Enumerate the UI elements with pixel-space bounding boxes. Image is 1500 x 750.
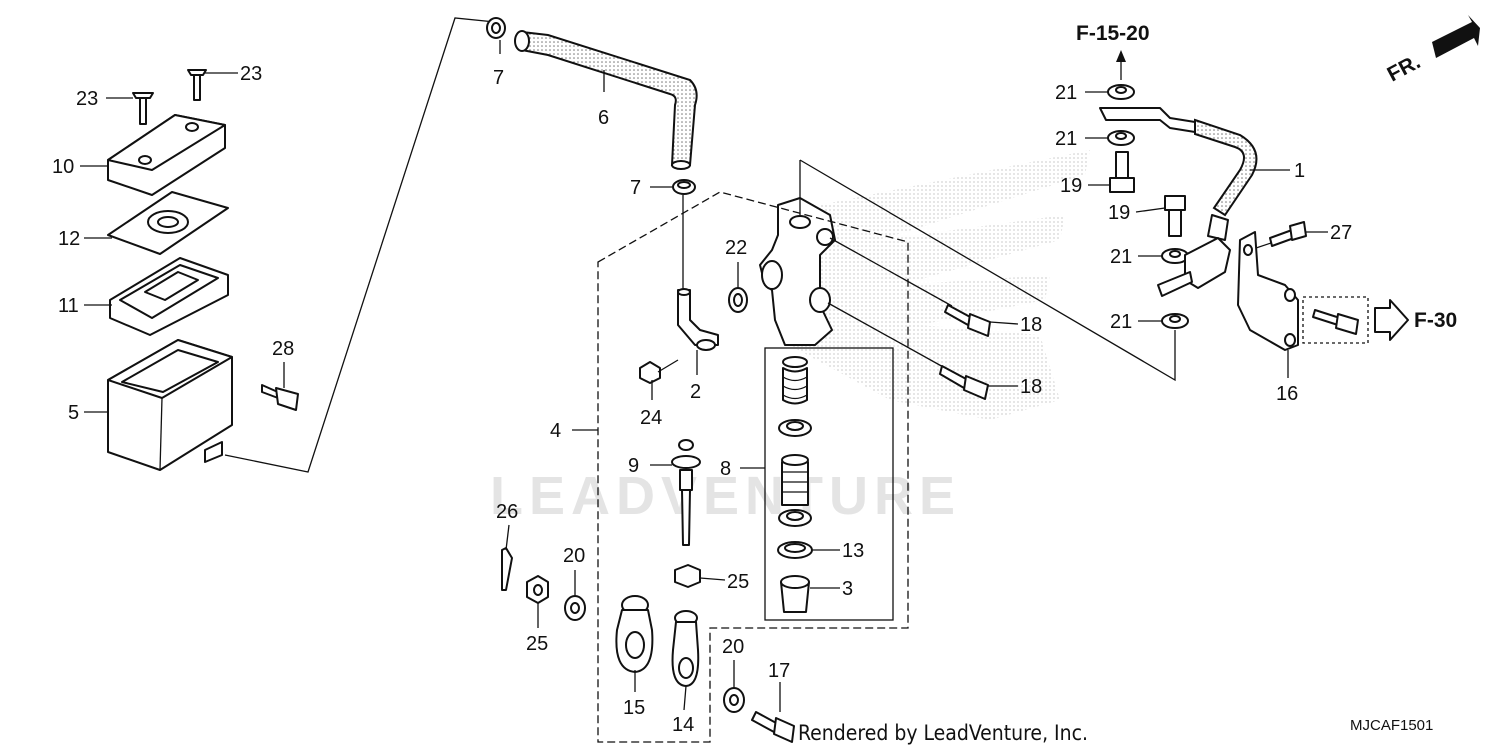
washer-21-bottom bbox=[1161, 313, 1189, 329]
label-28: 28 bbox=[272, 338, 294, 360]
boot-3 bbox=[780, 575, 810, 613]
screw-24 bbox=[639, 359, 679, 384]
piston-8 bbox=[781, 454, 809, 506]
label-24: 24 bbox=[640, 407, 662, 429]
hose-joint-2 bbox=[677, 288, 719, 351]
o-ring-22 bbox=[728, 287, 748, 313]
label-1: 1 bbox=[1294, 160, 1305, 182]
label-18-lower: 18 bbox=[1020, 376, 1042, 398]
label-21-third: 21 bbox=[1110, 246, 1132, 268]
leader-lines bbox=[80, 40, 1328, 712]
label-25-lower: 25 bbox=[526, 633, 548, 655]
bolt-28 bbox=[261, 384, 299, 411]
nut-25-upper bbox=[674, 564, 701, 588]
bolt-18-upper bbox=[829, 237, 991, 337]
f-30-reference-box bbox=[1302, 296, 1369, 344]
hose-clip-7-top bbox=[486, 17, 506, 39]
piston-kit-box-8 bbox=[764, 347, 894, 621]
leader-line-reservoir bbox=[224, 17, 496, 473]
label-20-center: 20 bbox=[722, 636, 744, 658]
bolt-19-upper bbox=[1109, 151, 1135, 193]
label-3: 3 bbox=[842, 578, 853, 600]
diaphragm-plate-12 bbox=[107, 191, 229, 255]
arrow-up-icon bbox=[1116, 50, 1126, 62]
label-2: 2 bbox=[690, 381, 701, 403]
bracket-16 bbox=[1237, 231, 1299, 351]
bolt-19-lower bbox=[1164, 195, 1186, 237]
label-27: 27 bbox=[1330, 222, 1352, 244]
label-22: 22 bbox=[725, 237, 747, 259]
bolt-17 bbox=[751, 711, 795, 743]
joint-14 bbox=[671, 610, 700, 687]
reservoir-cover-10 bbox=[107, 114, 226, 196]
label-26: 26 bbox=[496, 501, 518, 523]
label-21-bottom: 21 bbox=[1110, 311, 1132, 333]
cotter-pin-26 bbox=[501, 547, 513, 591]
brake-hose-1 bbox=[1099, 107, 1258, 297]
leader-line-hose-connection bbox=[799, 159, 1176, 382]
label-7-top: 7 bbox=[493, 67, 504, 89]
hose-clip-7-bottom bbox=[672, 179, 696, 195]
washer-21-second bbox=[1107, 130, 1135, 146]
washer-20-left bbox=[564, 595, 586, 621]
spring-8 bbox=[782, 356, 808, 405]
label-21-second: 21 bbox=[1055, 128, 1077, 150]
label-13: 13 bbox=[842, 540, 864, 562]
label-7-bottom: 7 bbox=[630, 177, 641, 199]
ref-f-15-20[interactable]: F-15-20 bbox=[1076, 22, 1150, 45]
label-19-lower: 19 bbox=[1108, 202, 1130, 224]
label-9: 9 bbox=[628, 455, 639, 477]
screw-23-left bbox=[132, 92, 154, 125]
reservoir-body-5 bbox=[107, 339, 233, 471]
assembly-outline-4 bbox=[597, 191, 909, 743]
nut-25-lower bbox=[526, 575, 549, 604]
label-11: 11 bbox=[58, 295, 79, 317]
label-23-right: 23 bbox=[240, 63, 262, 85]
label-25-upper: 25 bbox=[727, 571, 749, 593]
clevis-15 bbox=[615, 595, 654, 673]
washer-20-center bbox=[723, 687, 745, 713]
label-12: 12 bbox=[58, 228, 80, 250]
label-17: 17 bbox=[768, 660, 790, 682]
label-16: 16 bbox=[1276, 383, 1298, 405]
washer-21-top bbox=[1107, 84, 1135, 100]
label-14: 14 bbox=[672, 714, 694, 736]
label-8: 8 bbox=[720, 458, 731, 480]
credit-text: Rendered by LeadVenture, Inc. bbox=[798, 721, 1088, 745]
watermark-text: LEADVENTURE bbox=[490, 466, 961, 526]
label-19-upper: 19 bbox=[1060, 175, 1082, 197]
label-15: 15 bbox=[623, 697, 645, 719]
front-label: FR. bbox=[1384, 50, 1425, 86]
label-20-left: 20 bbox=[563, 545, 585, 567]
reservoir-hose-6 bbox=[514, 30, 698, 170]
master-cylinder-body bbox=[759, 197, 836, 346]
bolt-27 bbox=[1249, 221, 1307, 251]
push-rod-9 bbox=[671, 439, 701, 546]
washer-21-third bbox=[1161, 248, 1189, 264]
watermark-wing bbox=[780, 150, 1090, 420]
label-5: 5 bbox=[68, 402, 79, 424]
label-10: 10 bbox=[52, 156, 74, 178]
diagram-code: MJCAF1501 bbox=[1350, 717, 1433, 734]
diaphragm-11 bbox=[109, 257, 229, 336]
bolt-f-30 bbox=[1312, 309, 1359, 335]
ref-f-30[interactable]: F-30 bbox=[1414, 309, 1457, 332]
front-direction-icon bbox=[1432, 15, 1480, 58]
label-6: 6 bbox=[598, 107, 609, 129]
label-21-top: 21 bbox=[1055, 82, 1077, 104]
circlip-13 bbox=[777, 541, 813, 559]
seal-8 bbox=[778, 509, 812, 527]
bolt-18-lower bbox=[827, 302, 989, 400]
screw-23-right bbox=[187, 69, 207, 101]
label-23-left: 23 bbox=[76, 88, 98, 110]
arrow-right-icon bbox=[1374, 299, 1409, 341]
label-4: 4 bbox=[550, 420, 561, 442]
label-18-upper: 18 bbox=[1020, 314, 1042, 336]
cup-8 bbox=[778, 419, 812, 437]
